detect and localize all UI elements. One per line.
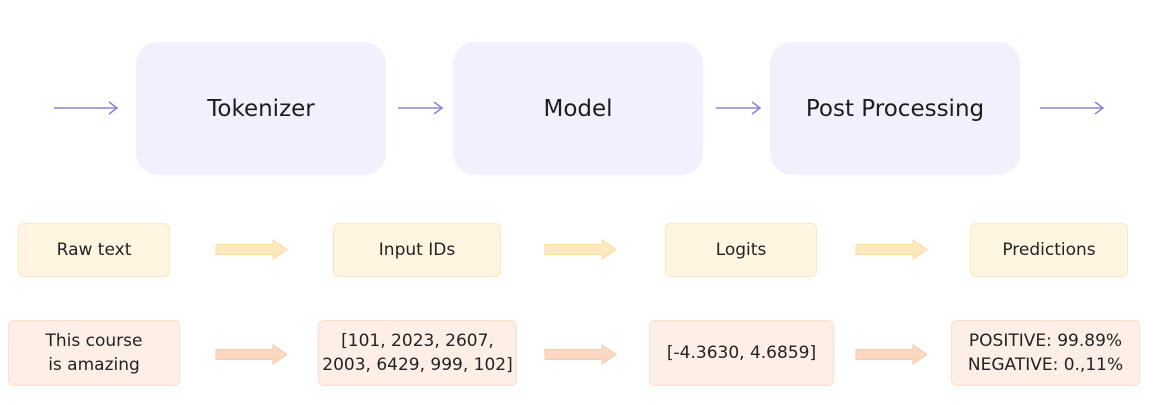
model-to-postprocessing-arrow [716,101,762,115]
input-ids-box: Input IDs [333,223,501,277]
model-label: Model [543,95,613,122]
input-ids-example: [101, 2023, 2607, 2003, 6429, 999, 102] [322,331,513,375]
logits-box: Logits [665,223,817,277]
logits-label: Logits [715,240,767,260]
raw-text-label: Raw text [56,240,132,260]
post-processing-label: Post Processing [805,95,985,122]
predictions-label: Predictions [1002,240,1096,260]
logits-example-box: [-4.3630, 4.6859] [649,320,834,386]
output-arrow [1040,101,1105,115]
input-ids-label: Input IDs [378,240,456,260]
block-arrow-orange-2 [544,344,617,365]
block-arrow-yellow-1 [215,239,288,260]
input-arrow [54,101,119,115]
predictions-example: POSITIVE: 99.89% NEGATIVE: 0.,11% [967,331,1124,375]
block-arrow-orange-3 [855,344,928,365]
predictions-example-box: POSITIVE: 99.89% NEGATIVE: 0.,11% [951,320,1140,386]
logits-example: [-4.3630, 4.6859] [666,343,817,363]
tokenizer-to-model-arrow [398,101,444,115]
tokenizer-label: Tokenizer [207,95,315,122]
tokenizer-stage: Tokenizer [136,42,386,175]
model-stage: Model [453,42,703,175]
post-processing-stage: Post Processing [770,42,1020,175]
input-ids-example-box: [101, 2023, 2607, 2003, 6429, 999, 102] [318,320,517,386]
raw-text-box: Raw text [18,223,170,277]
block-arrow-yellow-3 [855,239,928,260]
block-arrow-orange-1 [215,344,288,365]
raw-text-example-box: This course is amazing [8,320,180,386]
raw-text-example: This course is amazing [45,331,143,375]
predictions-box: Predictions [970,223,1128,277]
block-arrow-yellow-2 [544,239,617,260]
